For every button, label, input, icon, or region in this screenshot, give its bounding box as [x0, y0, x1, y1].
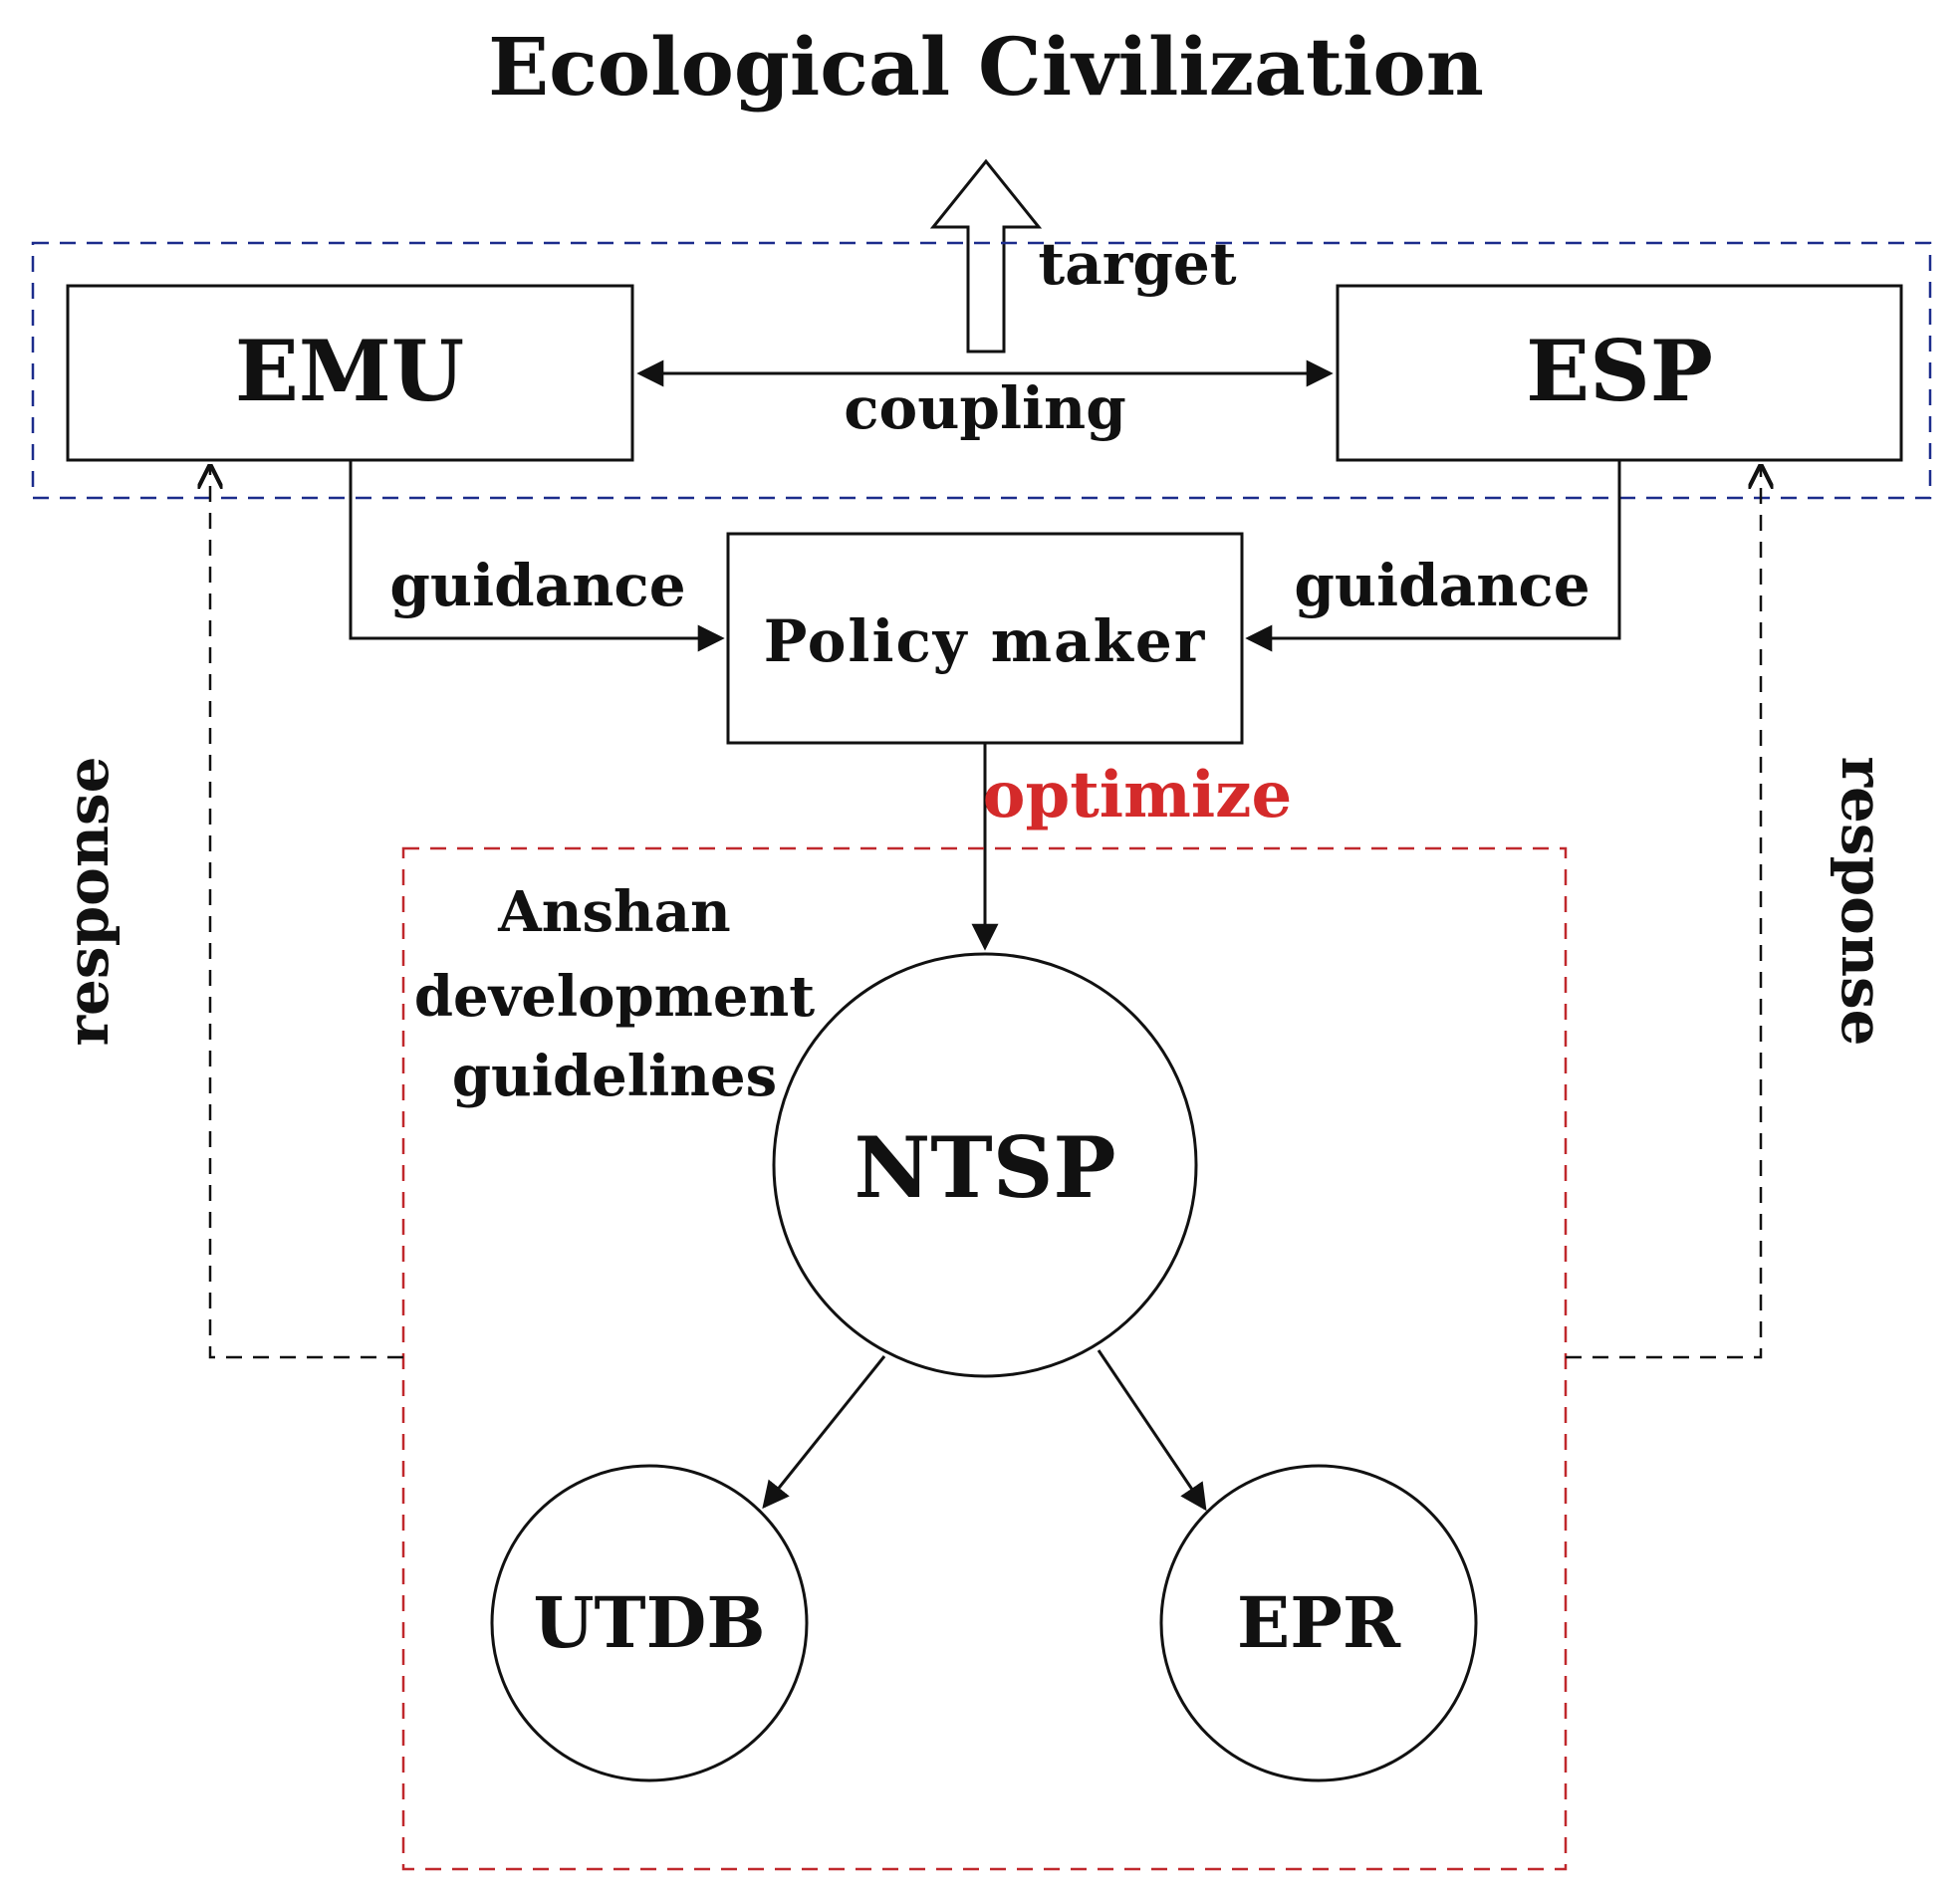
policy-maker-box [726, 532, 1244, 745]
ntsp-node [772, 952, 1198, 1378]
epr-node [1159, 1464, 1478, 1782]
guidelines-label-line1: Anshan [497, 879, 730, 945]
page-title: Ecological Civilization [488, 20, 1484, 114]
esp-label: ESP [1526, 322, 1713, 420]
policy-maker-label: Policy maker [764, 607, 1207, 675]
epr-label: EPR [1237, 1581, 1401, 1664]
optimize-label: optimize [983, 758, 1292, 832]
utdb-label: UTDB [533, 1581, 765, 1664]
emu-label: EMU [235, 322, 464, 420]
guidance-left-label: guidance [389, 552, 685, 619]
ntsp-to-utdb-arrow [762, 1355, 886, 1510]
esp-box [1336, 284, 1903, 462]
guidance-left-connector [349, 460, 725, 652]
guidance-right-label: guidance [1294, 552, 1590, 619]
target-label: target [1038, 230, 1236, 298]
guidelines-label-line3: guidelines [452, 1044, 777, 1109]
response-right-path [1566, 466, 1761, 1359]
ntsp-label: NTSP [854, 1118, 1115, 1217]
ntsp-to-epr-arrow [1097, 1349, 1207, 1512]
coupling-label: coupling [844, 374, 1126, 442]
guidance-right-connector [1245, 460, 1621, 652]
utdb-node [490, 1464, 809, 1782]
response-left-label: response [54, 756, 122, 1046]
response-left-path [210, 466, 403, 1359]
top-region-border [31, 241, 1932, 500]
response-right-label: response [1829, 756, 1896, 1046]
guidelines-region-border [401, 846, 1568, 1871]
target-arrow [929, 158, 1043, 354]
guidelines-label-line2: development [414, 964, 815, 1030]
